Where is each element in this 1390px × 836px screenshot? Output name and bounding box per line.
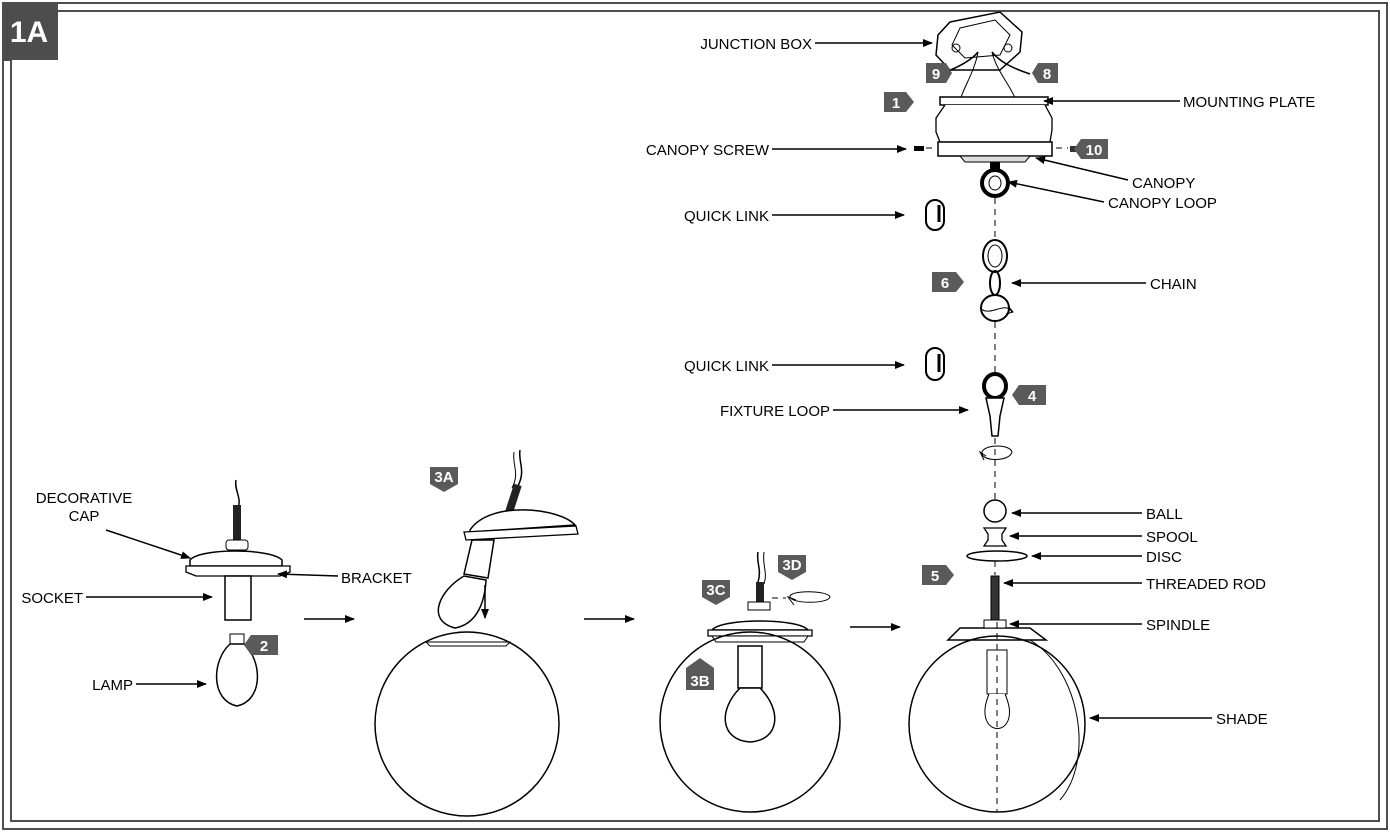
label-mounting-plate: MOUNTING PLATE — [1183, 94, 1315, 111]
label-fixture-loop: FIXTURE LOOP — [720, 403, 830, 420]
svg-text:10: 10 — [1086, 142, 1103, 159]
label-quick-link-2: QUICK LINK — [684, 358, 769, 375]
label-canopy-screw: CANOPY SCREW — [646, 142, 770, 159]
label-bracket: BRACKET — [341, 570, 412, 587]
svg-text:9: 9 — [932, 66, 940, 83]
svg-text:3D: 3D — [782, 557, 801, 574]
label-canopy: CANOPY — [1132, 175, 1195, 192]
label-chain: CHAIN — [1150, 276, 1197, 293]
step-marker-10: 10 — [1074, 139, 1108, 159]
step-marker-3d: 3D — [778, 555, 806, 580]
step-marker-5: 5 — [922, 565, 954, 585]
quick-link-lower — [925, 347, 945, 381]
svg-text:1: 1 — [892, 95, 900, 112]
panel-socket-assembly — [185, 479, 291, 707]
fixture-loop — [978, 372, 1013, 500]
svg-text:4: 4 — [1028, 388, 1037, 405]
label-spindle: SPINDLE — [1146, 617, 1210, 634]
label-spool: SPOOL — [1146, 529, 1198, 546]
shade-assembled — [908, 619, 1086, 813]
junction-box — [935, 11, 1031, 101]
label-lamp: LAMP — [92, 677, 133, 694]
label-socket: SOCKET — [21, 590, 83, 607]
step-marker-8: 8 — [1032, 63, 1058, 83]
step-marker-4: 4 — [1012, 385, 1046, 405]
figure-label: 1A — [10, 16, 48, 49]
label-junction-box: JUNCTION BOX — [700, 36, 812, 53]
leader-canopy-loop — [1007, 179, 1105, 203]
svg-text:5: 5 — [931, 568, 939, 585]
svg-text:3A: 3A — [434, 469, 453, 486]
canopy — [937, 141, 1053, 170]
leader-bracket — [277, 570, 339, 579]
step-marker-3a: 3A — [430, 467, 458, 492]
label-ball: BALL — [1146, 506, 1183, 523]
label-canopy-loop: CANOPY LOOP — [1108, 195, 1217, 212]
panel-bracket-in-shade — [659, 551, 841, 813]
canopy-loop — [980, 168, 1010, 198]
ball-spool-disc — [966, 499, 1028, 575]
label-disc: DISC — [1146, 549, 1182, 566]
svg-text:3B: 3B — [690, 673, 709, 690]
mounting-plate — [935, 96, 1053, 143]
step-marker-6: 6 — [932, 272, 964, 292]
svg-text:3C: 3C — [706, 582, 725, 599]
threaded-rod — [990, 575, 1000, 623]
step-marker-3b: 3B — [686, 658, 714, 690]
label-threaded-rod: THREADED ROD — [1146, 576, 1266, 593]
leader-canopy — [1035, 156, 1129, 181]
svg-text:8: 8 — [1043, 66, 1051, 83]
step-marker-3c: 3C — [702, 580, 730, 605]
chain-drawing — [979, 239, 1014, 372]
svg-text:2: 2 — [260, 638, 268, 655]
label-decorative-cap-line2: CAP — [69, 508, 100, 525]
label-quick-link-1: QUICK LINK — [684, 208, 769, 225]
step-marker-1: 1 — [884, 92, 914, 112]
step-marker-2: 2 — [244, 635, 278, 655]
panel-lamp-into-shade — [374, 449, 579, 817]
svg-text:6: 6 — [941, 275, 949, 292]
label-shade: SHADE — [1216, 711, 1268, 728]
label-decorative-cap-line1: DECORATIVE — [36, 490, 132, 507]
leader-decorative-cap — [105, 529, 191, 559]
quick-link-upper — [925, 199, 945, 231]
step-marker-9: 9 — [926, 63, 952, 83]
